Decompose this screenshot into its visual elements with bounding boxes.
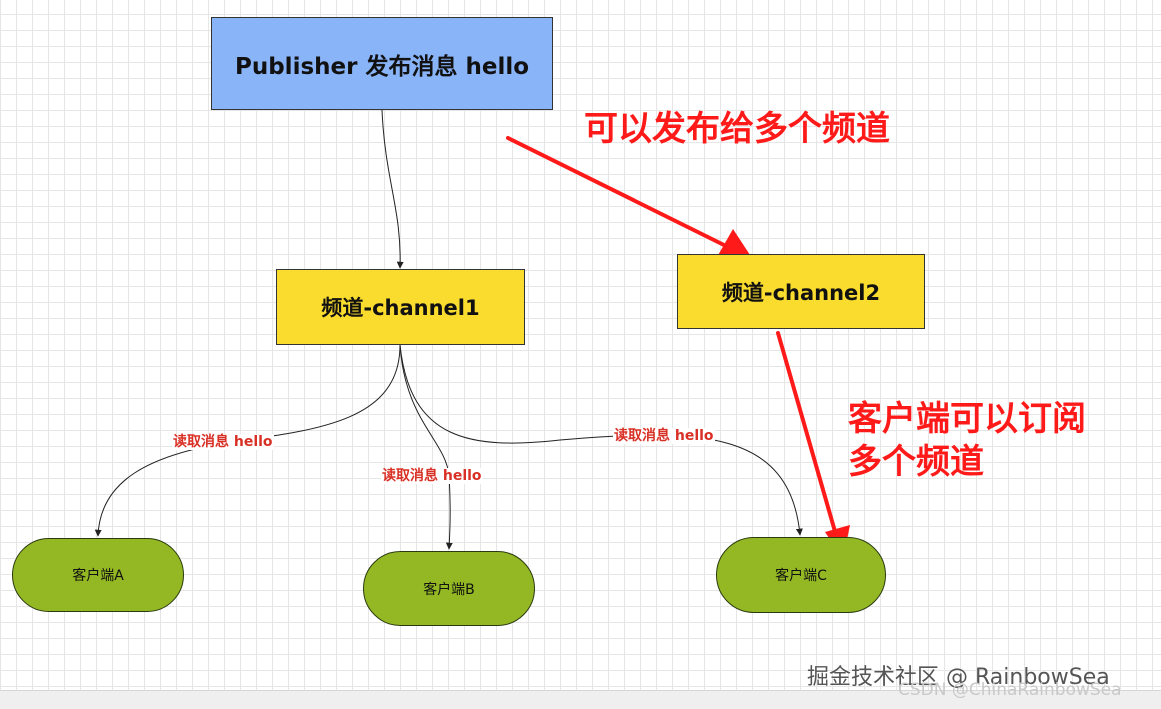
- edge-publisher-to-channel1: [381, 109, 404, 269]
- channel2-node: 频道-channel2: [677, 254, 925, 329]
- client-a-label: 客户端A: [72, 568, 124, 584]
- edge-label-client-c: 读取消息 hello: [613, 428, 715, 444]
- annotation-client-subscribe-line2: 多个频道: [848, 442, 984, 482]
- edge-label-client-a: 读取消息 hello: [172, 434, 274, 450]
- annotation-client-subscribe-line1: 客户端可以订阅: [848, 399, 1086, 439]
- red-arrow-publish-to-channel2: [506, 136, 752, 258]
- channel1-label: 频道-channel1: [321, 296, 480, 320]
- client-a-node: 客户端A: [12, 538, 184, 612]
- bottom-scroll-bar: [0, 690, 1161, 709]
- publisher-node: Publisher 发布消息 hello: [211, 17, 553, 110]
- annotation-client-subscribe: 客户端可以订阅 多个频道: [848, 398, 1086, 484]
- edge-channel1-to-client-b: [399, 344, 453, 550]
- watermark-csdn: CSDN @ChinaRainbowSea: [898, 680, 1122, 700]
- client-b-node: 客户端B: [363, 551, 535, 626]
- channel1-node: 频道-channel1: [276, 269, 525, 345]
- edge-channel1-to-client-c: [399, 344, 803, 536]
- channel2-label: 频道-channel2: [721, 280, 881, 305]
- watermark-juejin: 掘金技术社区 @ RainbowSea: [807, 665, 1110, 690]
- edge-label-client-b: 读取消息 hello: [381, 468, 483, 484]
- client-c-node: 客户端C: [716, 537, 886, 613]
- client-b-label: 客户端B: [423, 581, 475, 598]
- red-arrow-channel2-to-client-c: [776, 331, 850, 559]
- annotation-multi-channel-publish: 可以发布给多个频道: [584, 109, 890, 149]
- client-c-label: 客户端C: [775, 568, 827, 584]
- publisher-label: Publisher 发布消息 hello: [234, 53, 530, 80]
